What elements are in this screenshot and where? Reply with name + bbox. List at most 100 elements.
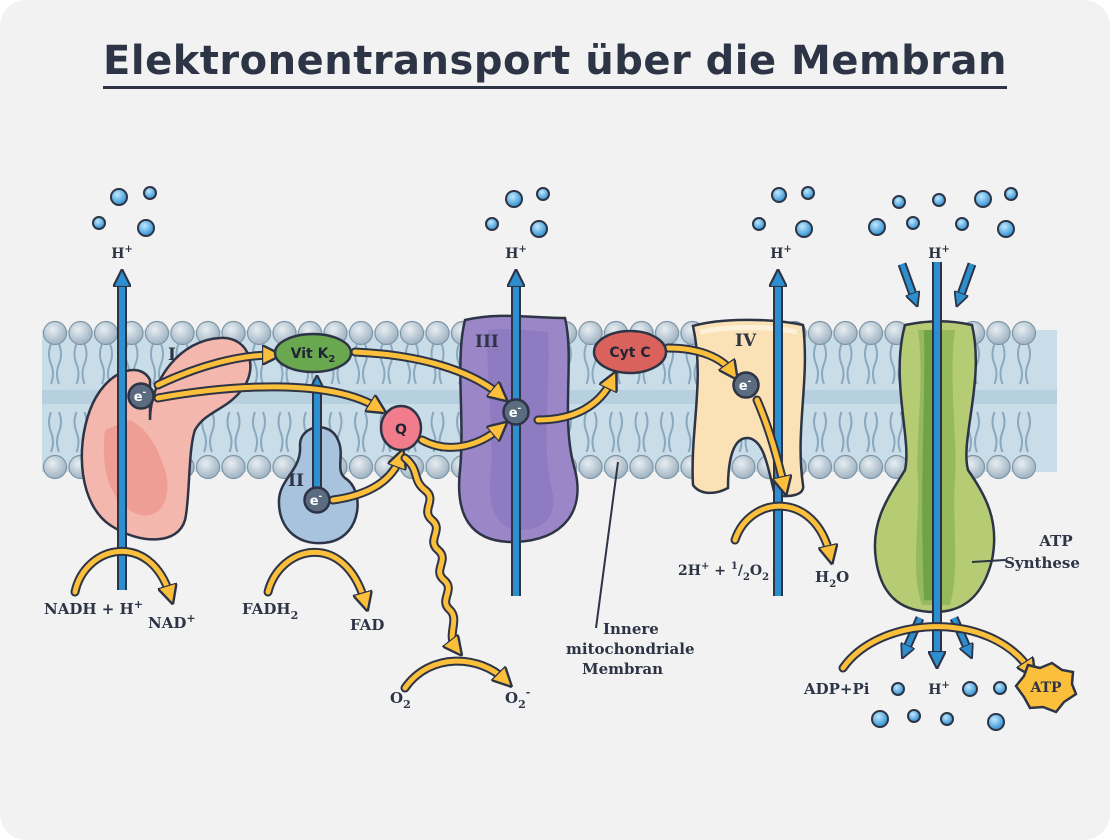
lipid-tail xyxy=(889,411,896,453)
electron-carriers: Vit K2 Q Cyt C e-e-e-e- xyxy=(127,329,760,514)
arc-water xyxy=(730,501,830,555)
proton-dot xyxy=(962,681,978,697)
lipid-tail xyxy=(252,411,258,453)
complex-four-label: IV xyxy=(735,331,757,351)
lipid-head xyxy=(246,454,272,480)
lipid-tail xyxy=(107,343,113,385)
lipid-head xyxy=(42,454,68,480)
proton-dot xyxy=(940,712,954,726)
title-text: Elektronentransport über die Membran xyxy=(103,38,1007,89)
lipid-head xyxy=(654,454,680,480)
lipid-head xyxy=(807,454,833,480)
proton-dot xyxy=(771,187,787,203)
lipid-tail xyxy=(354,411,360,453)
lipid-head xyxy=(833,454,858,480)
lipid-tail xyxy=(260,411,266,453)
lipid-tail xyxy=(48,411,54,453)
fad-label: FAD xyxy=(350,616,384,634)
lipid-head xyxy=(858,320,884,346)
lipid-head xyxy=(195,454,221,480)
lipid-head xyxy=(170,320,195,346)
page-title: Elektronentransport über die Membran xyxy=(0,38,1110,89)
arrow-e-to-q xyxy=(153,382,378,408)
cytc-label: Cyt C xyxy=(609,345,650,361)
proton-dot xyxy=(997,220,1015,238)
lipid-tail xyxy=(405,343,411,385)
lipid-tail xyxy=(889,343,896,385)
lipid-tail xyxy=(846,343,853,385)
lipid-tail xyxy=(583,411,590,453)
proton-dot xyxy=(536,187,550,201)
lipid-tail xyxy=(634,411,641,453)
lipid-tail xyxy=(999,343,1006,385)
synthase-outflow-left xyxy=(905,616,923,652)
vitk2-label: Vit K2 xyxy=(291,346,336,365)
synthase-outflow-right xyxy=(951,616,969,652)
lipid-tail xyxy=(668,411,674,453)
proton-dot xyxy=(871,710,889,728)
atp-synthase-channel xyxy=(922,329,937,601)
proton-dot xyxy=(993,681,1007,695)
complex-three-label: III xyxy=(475,332,499,352)
lipid-head xyxy=(986,320,1011,346)
lipid-head xyxy=(348,454,374,480)
proton-dot xyxy=(906,216,920,230)
hplus-label-four: H+ xyxy=(770,244,792,262)
proton-dot xyxy=(143,186,157,200)
lipid-tail xyxy=(1017,411,1023,453)
lipid-tail xyxy=(362,411,368,453)
lipid-head xyxy=(629,454,654,480)
arrow-q-to-complex3 xyxy=(417,428,500,452)
proton-dot xyxy=(92,216,106,230)
arc-nadh xyxy=(70,547,170,595)
hplus-label-synthase: H+ xyxy=(928,244,950,262)
lipid-head xyxy=(807,320,833,346)
lipid-tail xyxy=(609,411,615,453)
lipid-tail xyxy=(660,411,666,453)
electron-marker: e- xyxy=(732,371,760,399)
electron-marker: e- xyxy=(502,398,530,426)
lipid-head xyxy=(374,320,399,346)
proton-dot xyxy=(137,219,155,237)
lipid-head xyxy=(578,320,603,346)
arrow-complex4-down xyxy=(752,395,784,486)
proton-dot xyxy=(955,217,969,231)
arrow-q-wavy-to-o2 xyxy=(400,453,456,648)
lipid-tail xyxy=(48,343,54,385)
proton-dot xyxy=(892,195,906,209)
synthase-inflow-left xyxy=(899,263,915,300)
oxygen-reactant-label: 2H+ + 1/2O2 xyxy=(678,561,769,583)
lipid-tail xyxy=(387,343,394,385)
lipid-tail xyxy=(872,343,878,385)
proton-dot xyxy=(795,220,813,238)
q-node: Q xyxy=(379,404,423,452)
complex-four-highlight xyxy=(699,325,798,335)
lipid-tail xyxy=(872,411,878,453)
hplus-label-three: H+ xyxy=(505,244,527,262)
arrow-e-to-vitk2 xyxy=(153,355,272,390)
lipid-tail xyxy=(991,411,998,453)
proton-dot xyxy=(987,713,1005,731)
lipid-tail xyxy=(234,411,241,453)
synthase-label-line2: Synthese xyxy=(1004,554,1080,572)
vitk2-pill: Vit K2 xyxy=(273,332,353,374)
superoxide-label: O2- xyxy=(505,686,530,711)
proton-dot xyxy=(891,682,905,696)
lipid-tail xyxy=(1025,343,1031,385)
proton-dot xyxy=(530,220,548,238)
proton-dot xyxy=(1004,187,1018,201)
lipid-tail xyxy=(813,343,819,385)
lipid-tail xyxy=(999,411,1006,453)
lipid-tail xyxy=(583,343,590,385)
lipid-head xyxy=(42,320,68,346)
lipid-head xyxy=(348,320,374,346)
arrow-vitk2-to-complex3 xyxy=(350,347,500,395)
lipid-tail xyxy=(991,343,998,385)
electron-markers: e-e-e-e- xyxy=(127,371,760,514)
lipid-tail xyxy=(974,411,980,453)
lipid-head xyxy=(833,320,858,346)
proton-dot xyxy=(932,193,946,207)
membrane-label-line1: Innere xyxy=(603,620,659,638)
proton-dot xyxy=(752,217,766,231)
